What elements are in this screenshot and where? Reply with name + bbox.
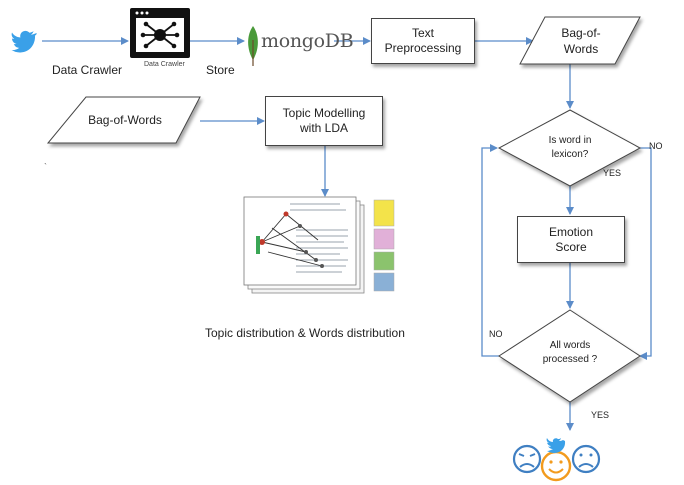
text-preprocessing-box: Text Preprocessing [371,18,475,64]
arrow-lexicon-no [639,147,652,360]
topic-modelling-label: Topic Modelling with LDA [282,106,366,135]
crawler-icon-caption: Data Crawler [144,61,185,68]
emotion-score-box: Emotion Score [517,216,625,263]
stray-mark: ` [44,162,47,172]
lda-document-thumbnail [243,196,395,294]
topic-distribution-caption: Topic distribution & Words distribution [205,326,405,340]
crawler-window-icon [130,8,190,58]
text-preprocessing-label: Text Preprocessing [384,26,462,55]
bow-top-label: Bag-of-Words [561,26,601,56]
decision-all-processed-label: All words processed ? [542,340,598,365]
mongodb-logo: mongoDB [261,30,354,52]
edge-label-no-1: NO [649,141,663,151]
topic-modelling-box: Topic Modelling with LDA [265,96,383,146]
arrow-all-processed-no [481,144,499,357]
decision-lexicon-shape [497,109,642,187]
bow-left-shape [46,96,201,144]
bow-top-shape [519,16,641,65]
twitter-bird-icon [11,30,38,53]
edge-label-no-2: NO [489,329,503,339]
mongodb-leaf-icon [248,26,258,66]
bow-left-label: Bag-of-Words [88,113,162,127]
decision-lexicon-label: Is word in lexicon? [548,135,592,160]
edge-label-yes-1: YES [603,168,622,178]
edge-label-yes-2: YES [591,410,610,420]
decision-all-processed-shape [498,309,641,403]
emotion-score-label: Emotion Score [548,224,594,254]
data-crawler-label: Data Crawler [52,63,123,77]
emotion-faces-icon [512,438,601,482]
store-label: Store [206,63,235,77]
